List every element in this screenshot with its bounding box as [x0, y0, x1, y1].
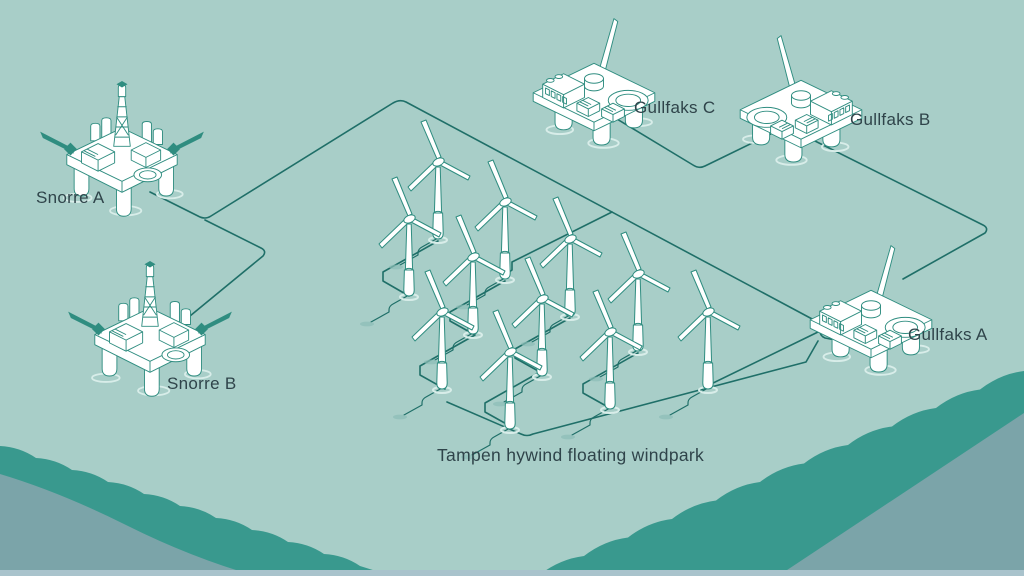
cable-snorreb-spur — [189, 219, 266, 317]
cable-gullfaksc-gullfaksb — [606, 112, 786, 169]
label-snorre-a: Snorre A — [36, 188, 105, 207]
cable-string-2 — [419, 280, 506, 390]
wave-band-gray-left — [0, 474, 256, 576]
label-snorre-b: Snorre B — [167, 374, 237, 393]
label-gullfaks-c: Gullfaks C — [634, 98, 716, 117]
label-gullfaks-b: Gullfaks B — [850, 110, 931, 129]
label-gullfaks-a: Gullfaks A — [908, 325, 988, 344]
bottom-edge-strip — [0, 570, 1024, 576]
windfarm-title: Tampen hywind floating windpark — [437, 445, 705, 465]
wave-band-gray-right — [778, 413, 1024, 576]
cable-collector — [446, 340, 819, 437]
wave-bands — [0, 371, 1024, 576]
cable-gullfaksb-gullfaksa — [812, 139, 988, 280]
cable-turbine11-feeder — [708, 331, 819, 386]
